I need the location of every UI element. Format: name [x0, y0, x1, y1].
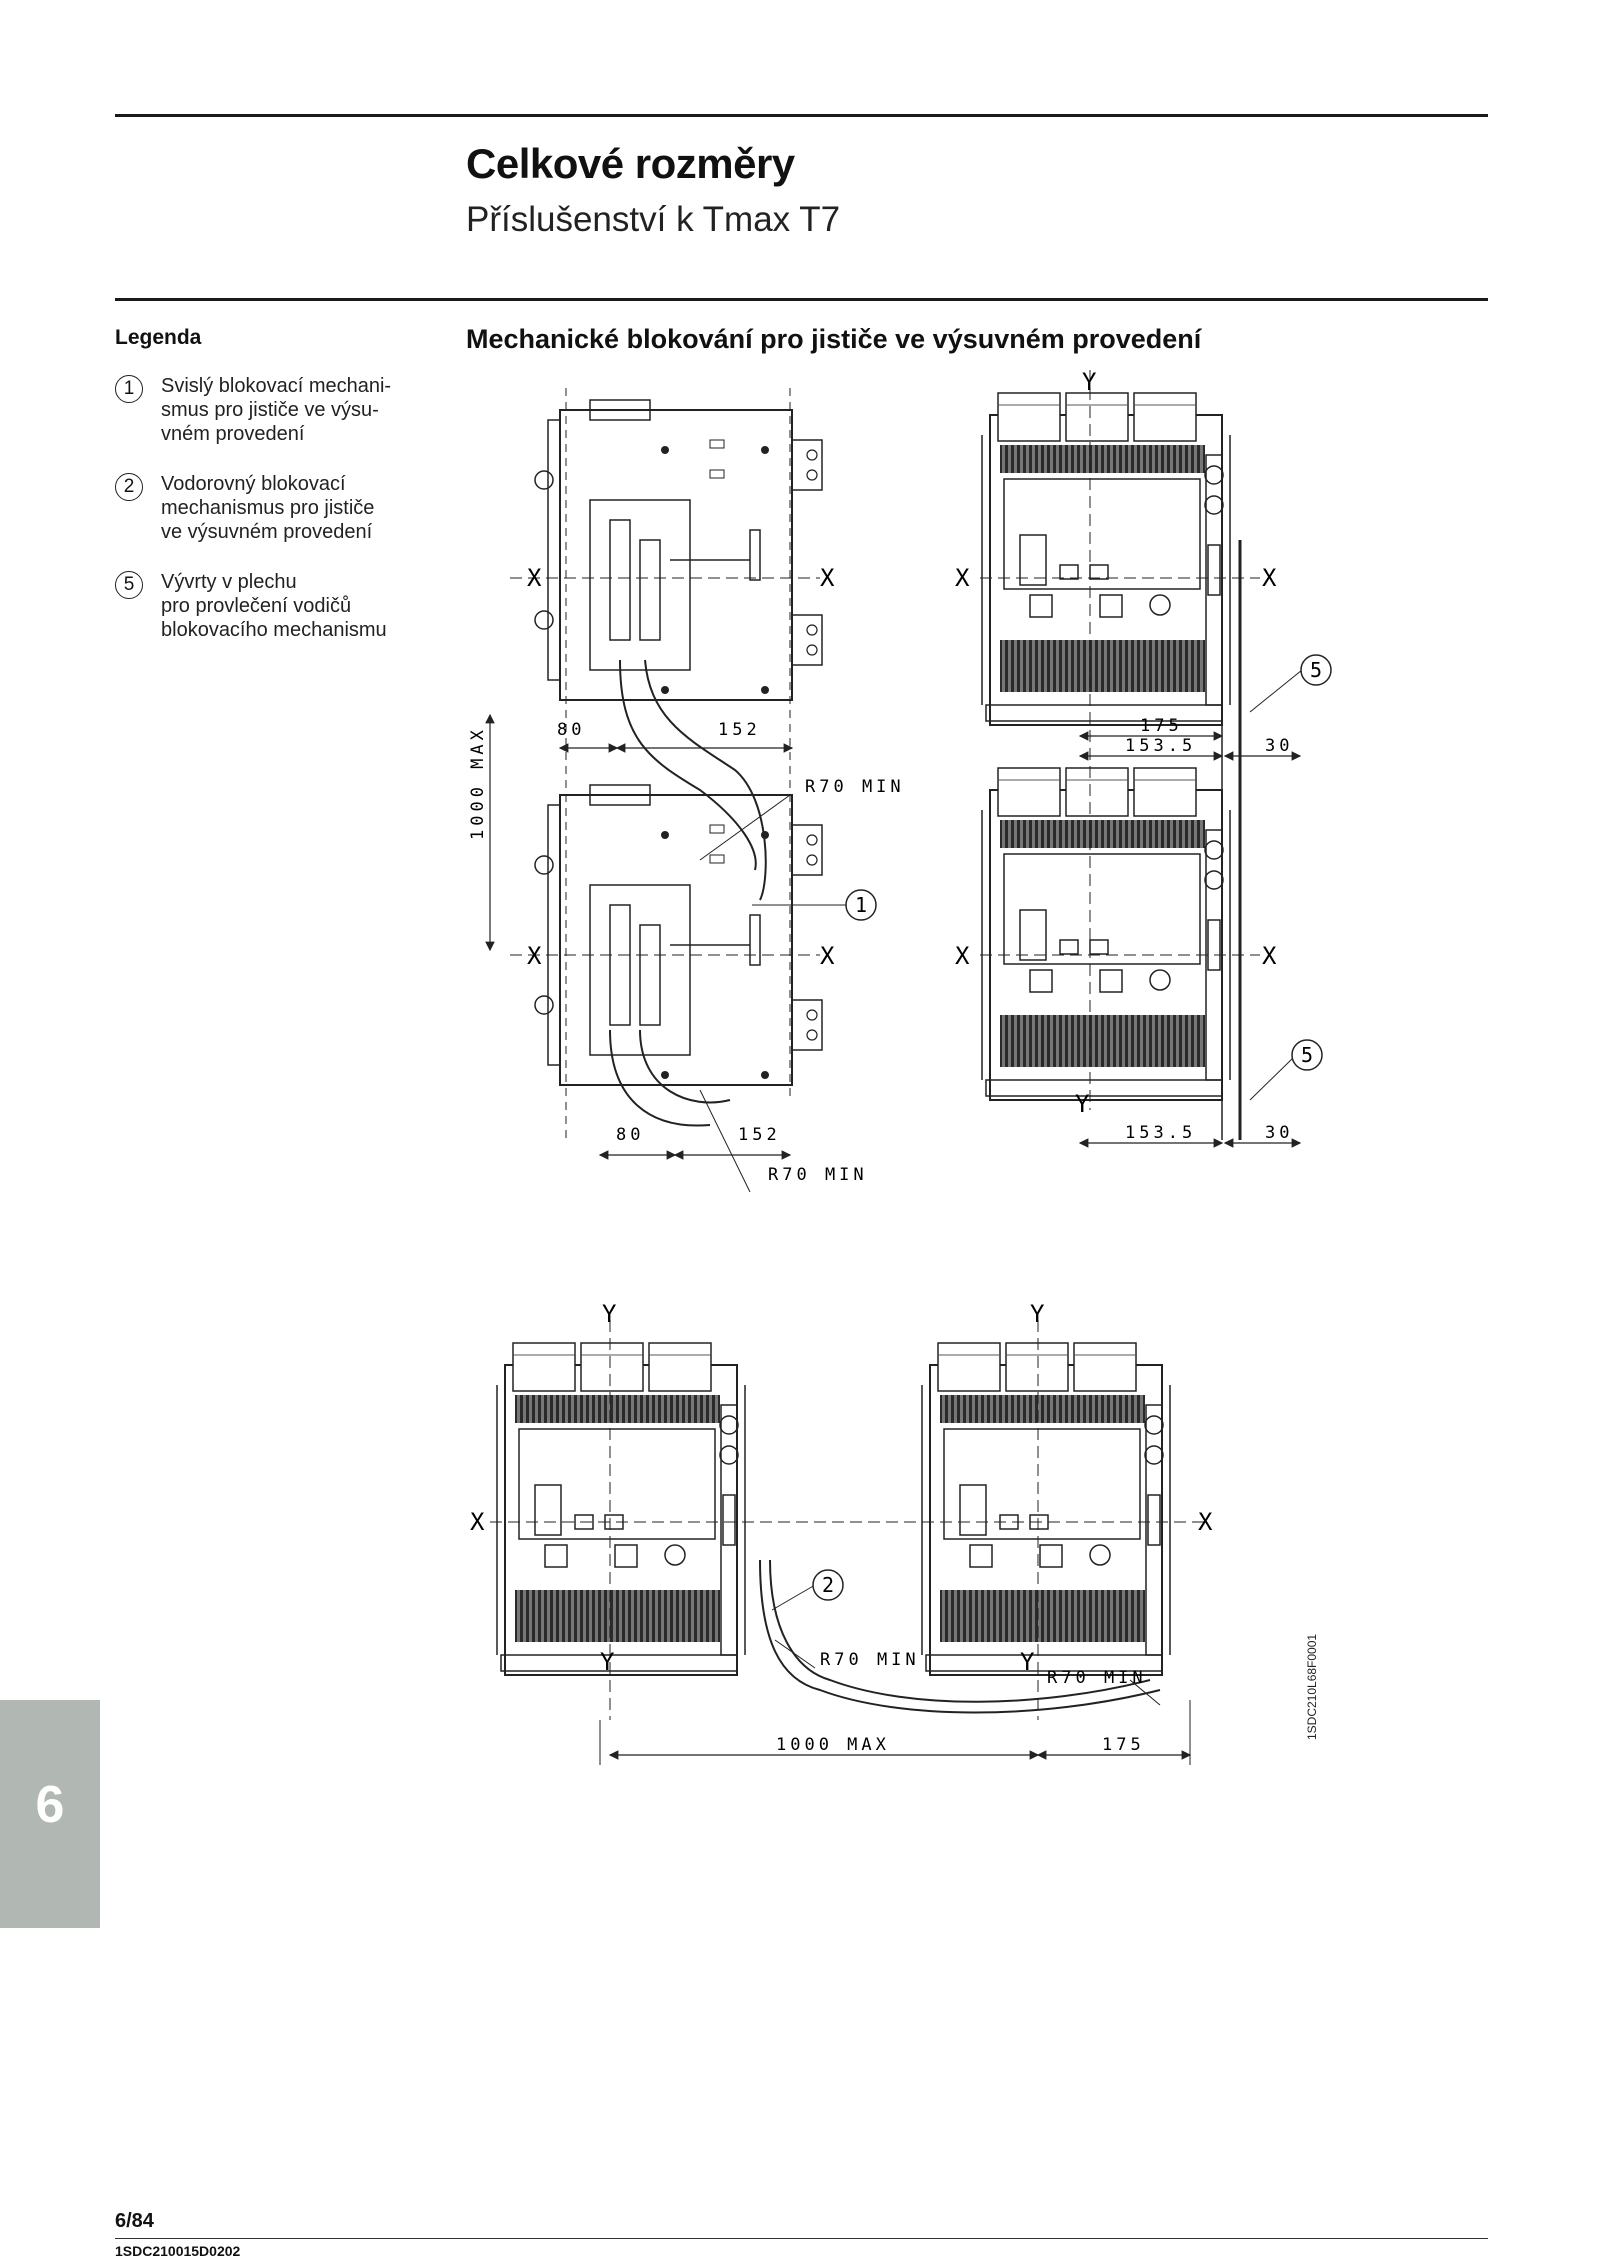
page-subtitle: Příslušenství k Tmax T7 — [466, 200, 841, 239]
chapter-number: 6 — [35, 1776, 65, 1834]
legend-line: mechanismus pro jističe — [161, 497, 375, 519]
legend-line: ve výsuvném provedení — [161, 521, 373, 543]
axis-label: X — [527, 942, 542, 970]
drawing-code: 1SDC210L68F0001 — [1305, 1633, 1319, 1740]
callout-5-upper: 5 — [1249, 654, 1332, 713]
callout-5-lower: 5 — [1249, 1039, 1323, 1101]
front-view-lower — [981, 767, 1231, 1101]
legend-item-5: 5 Vývrty v plechu pro provlečení vodičů … — [115, 570, 425, 642]
legend-line: Vývrty v plechu — [161, 571, 297, 593]
dimension-label: R70 MIN — [820, 1650, 920, 1670]
axis-label: Y — [602, 1300, 617, 1328]
dimension-label: 80 — [557, 720, 585, 740]
chapter-tab — [0, 1700, 100, 1928]
axis-label: X — [820, 564, 835, 592]
callout-2: 2 — [771, 1569, 844, 1611]
dimension-label: 152 — [738, 1125, 781, 1145]
legend-title: Legenda — [115, 326, 202, 349]
axis-label: X — [1262, 564, 1277, 592]
axis-label: X — [1198, 1508, 1213, 1536]
callout-1: 1 — [752, 889, 877, 921]
axis-label: X — [1262, 942, 1277, 970]
legend-text: Vývrty v plechu pro provlečení vodičů bl… — [161, 570, 387, 642]
axis-label: X — [820, 942, 835, 970]
page-number: 6/84 — [115, 2210, 154, 2232]
legend-number: 1 — [115, 375, 143, 403]
dimension-label: 153.5 — [1125, 1123, 1196, 1143]
legend-line: blokovacího mechanismu — [161, 619, 387, 641]
section-title: Mechanické blokování pro jističe ve výsu… — [466, 324, 1202, 354]
legend-line: Svislý blokovací mechani- — [161, 375, 392, 397]
side-view-upper — [534, 399, 823, 701]
dimension-label: 30 — [1265, 736, 1293, 756]
side-view-lower — [534, 784, 823, 1086]
footer-rule — [115, 2238, 1488, 2239]
axis-label: Y — [1075, 1090, 1090, 1118]
dimension-label: 1000 MAX — [468, 726, 488, 840]
front-view-right — [921, 1342, 1171, 1676]
axis-label: X — [527, 564, 542, 592]
front-view-upper — [981, 392, 1231, 726]
front-view-left — [496, 1342, 746, 1676]
callout-number: 2 — [822, 1573, 834, 1597]
callout-number: 5 — [1310, 658, 1322, 682]
legend-text: Vodorovný blokovací mechanismus pro jist… — [161, 472, 374, 544]
dimension-label: 1000 MAX — [776, 1735, 890, 1755]
axis-label: X — [955, 564, 970, 592]
dimension-label: 80 — [616, 1125, 644, 1145]
dimension-label: R70 MIN — [805, 777, 905, 797]
legend-item-1: 1 Svislý blokovací mechani- smus pro jis… — [115, 374, 425, 446]
axis-label: Y — [1082, 368, 1097, 396]
legend-text: Svislý blokovací mechani- smus pro jisti… — [161, 374, 391, 446]
axis-label: X — [470, 1508, 485, 1536]
dimension-label: R70 MIN — [768, 1165, 868, 1185]
axis-label: Y — [1030, 1300, 1045, 1328]
callout-number: 1 — [855, 893, 867, 917]
legend-line: pro provlečení vodičů — [161, 595, 352, 617]
legend-line: Vodorovný blokovací — [161, 473, 346, 495]
legend-line: smus pro jističe ve výsu- — [161, 399, 379, 421]
dimension-label: 175 — [1102, 1735, 1145, 1755]
legend-line: vném provedení — [161, 423, 305, 445]
section-rule — [115, 298, 1488, 301]
top-rule — [115, 114, 1488, 117]
dimension-label: 153.5 — [1125, 736, 1196, 756]
document-code: 1SDC210015D0202 — [115, 2243, 241, 2259]
dimension-label: 30 — [1265, 1123, 1293, 1143]
axis-label: Y — [1020, 1648, 1035, 1676]
legend-number: 2 — [115, 473, 143, 501]
axis-label: Y — [600, 1648, 615, 1676]
dimension-label: 152 — [718, 720, 761, 740]
axis-label: X — [955, 942, 970, 970]
legend-number: 5 — [115, 571, 143, 599]
dimension-label: 175 — [1140, 716, 1183, 736]
legend-item-2: 2 Vodorovný blokovací mechanismus pro ji… — [115, 472, 425, 544]
page-title: Celkové rozměry — [466, 140, 795, 187]
callout-number: 5 — [1301, 1043, 1313, 1067]
dimension-label: R70 MIN — [1047, 1668, 1147, 1688]
